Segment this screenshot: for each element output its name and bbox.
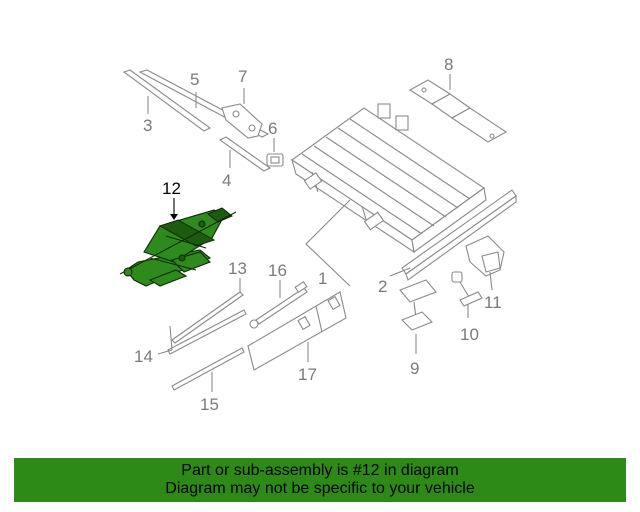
banner-line-2: Diagram may not be specific to your vehi… xyxy=(165,480,475,497)
leader-2 xyxy=(389,267,411,277)
part-wrench-16[interactable] xyxy=(249,280,308,329)
callout-9[interactable]: 9 xyxy=(410,359,419,378)
leader-12-arrowhead xyxy=(170,214,178,220)
part-bolt-10[interactable] xyxy=(451,271,483,307)
part-rail-3[interactable] xyxy=(122,69,212,132)
part-rod-13[interactable] xyxy=(171,291,244,344)
callout-2[interactable]: 2 xyxy=(378,277,387,296)
part-rod-15[interactable] xyxy=(171,347,245,391)
part-bracket-7[interactable] xyxy=(221,103,263,139)
part-bracket-11[interactable] xyxy=(465,235,505,277)
callout-5[interactable]: 5 xyxy=(190,70,199,89)
callout-1[interactable]: 1 xyxy=(318,269,327,288)
callout-8[interactable]: 8 xyxy=(444,55,453,74)
callout-14[interactable]: 14 xyxy=(134,347,153,366)
part-panel-8[interactable] xyxy=(408,79,508,143)
callout-10[interactable]: 10 xyxy=(460,325,479,344)
part-rod-14[interactable] xyxy=(167,309,247,355)
callout-4[interactable]: 4 xyxy=(222,171,231,190)
leader-1 xyxy=(305,199,351,287)
part-clip-6[interactable] xyxy=(266,153,284,167)
part-bag-17[interactable] xyxy=(247,291,347,371)
part-hanger-9[interactable] xyxy=(399,279,437,331)
callout-17[interactable]: 17 xyxy=(298,365,317,384)
leader-14 xyxy=(157,349,173,355)
callout-13[interactable]: 13 xyxy=(228,259,247,278)
part-crossbar-2[interactable] xyxy=(401,189,517,281)
callout-7[interactable]: 7 xyxy=(238,67,247,86)
callout-15[interactable]: 15 xyxy=(200,395,219,414)
callout-12[interactable]: 12 xyxy=(162,179,181,198)
callout-11[interactable]: 11 xyxy=(484,293,502,312)
callout-16[interactable]: 16 xyxy=(268,261,287,280)
part-floor-panel-1[interactable] xyxy=(291,103,487,254)
part-jack-12[interactable] xyxy=(119,207,237,287)
leader-11 xyxy=(489,271,493,291)
callout-3[interactable]: 3 xyxy=(143,116,152,135)
callout-6[interactable]: 6 xyxy=(268,119,277,138)
banner-line-1: Part or sub-assembly is #12 in diagram xyxy=(181,462,459,479)
info-banner: Part or sub-assembly is #12 in diagram D… xyxy=(14,458,626,502)
part-rail-4[interactable] xyxy=(218,136,272,172)
